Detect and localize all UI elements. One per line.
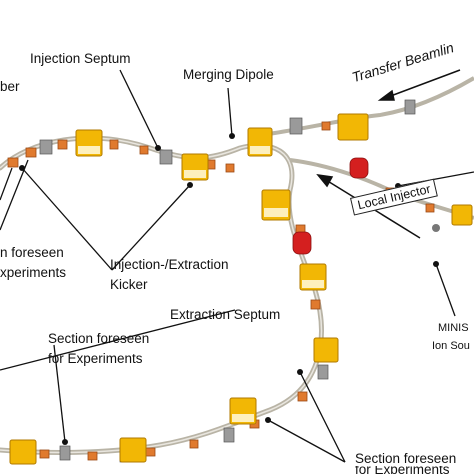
leader-lines — [0, 69, 474, 463]
label-kicker-1: Injection-/Extraction — [110, 257, 229, 272]
local-injector-pipe — [289, 158, 474, 220]
label-kicker-2: Kicker — [110, 277, 148, 292]
dipole-magnet-faces — [78, 146, 324, 422]
beam-pipe-highlight — [0, 137, 323, 454]
transfer-beamline-pipe — [261, 76, 474, 137]
label-merging-dipole: Merging Dipole — [183, 67, 274, 82]
label-section-mid-2: for Experiments — [48, 351, 143, 366]
label-minis-1: MINIS — [438, 322, 469, 334]
ion-source — [432, 224, 440, 232]
leader-dots — [19, 133, 439, 445]
label-minis-2: Ion Sou — [432, 340, 470, 352]
rf-cavities — [292, 157, 369, 255]
label-section-left-1: n foreseen — [0, 245, 64, 260]
dipole-magnets — [9, 113, 473, 465]
label-section-mid-1: Section foreseen — [48, 331, 150, 346]
label-fragment-top-left: ber — [0, 79, 20, 94]
label-section-right-2: for Experiments — [355, 466, 450, 474]
label-section-left-2: xperiments — [0, 265, 67, 280]
label-extraction-septum: Extraction Septum — [170, 307, 281, 322]
beam-pipe — [0, 135, 324, 455]
label-injection-septum: Injection Septum — [30, 51, 131, 66]
quadrupole-magnets — [7, 121, 435, 461]
label-section-right-1: Section foreseen — [355, 451, 457, 466]
